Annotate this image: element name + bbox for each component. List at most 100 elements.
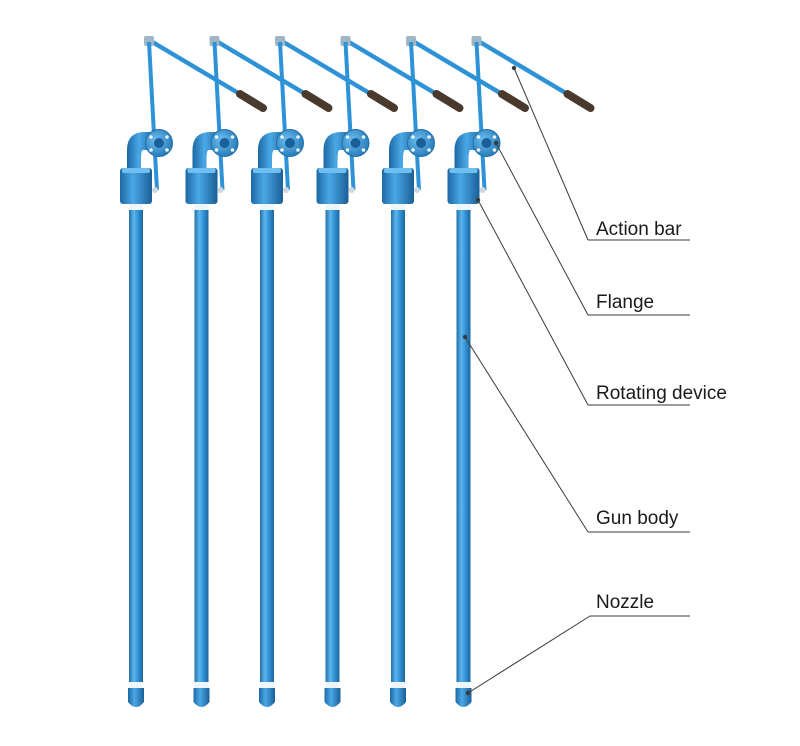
gun-body [391, 210, 405, 682]
action-bar [212, 37, 318, 103]
pivot-block [406, 36, 416, 46]
flange-bolt [149, 148, 153, 152]
rotating-device-nut [479, 187, 486, 193]
flange-bolt [476, 148, 481, 152]
action-bar [146, 37, 253, 103]
flange-hub [350, 138, 361, 148]
rotating-device-nut [283, 187, 289, 193]
soot-blower-gun [382, 36, 529, 707]
soot-blower-gun [316, 36, 464, 707]
flange-bolt [492, 148, 497, 152]
rotating-device [382, 168, 414, 204]
action-bar [408, 37, 515, 103]
action-bar-handle [498, 90, 529, 112]
flange-hub [219, 138, 230, 148]
action-bar-handle [301, 90, 333, 112]
lever-rod [343, 41, 356, 191]
rotating-device-nut [348, 187, 355, 193]
flange-bolt [214, 135, 219, 139]
collar-ring [391, 204, 405, 210]
collar-ring [129, 204, 143, 210]
rotating-device-nut [217, 187, 224, 193]
nozzle-ring [194, 682, 209, 688]
nozzle-ring [129, 682, 143, 688]
pivot-block [144, 36, 154, 46]
gun-body [325, 210, 340, 682]
nozzle [324, 688, 341, 707]
lever-rod [278, 41, 290, 191]
flange-bolt [165, 148, 169, 152]
label-action-bar: Action bar [511, 65, 690, 241]
flange-hub [481, 138, 492, 148]
label-rotating-device-text: Rotating device [596, 383, 727, 404]
flange-bolt [165, 135, 169, 139]
flange-bolt [230, 148, 235, 152]
flange-bolt [411, 135, 415, 139]
action-bar-handle [432, 90, 464, 112]
lever-rod [147, 41, 159, 191]
pivot-block [275, 36, 285, 46]
pivot-block [471, 36, 482, 46]
flange-bolt [427, 148, 431, 152]
flange-bolt [345, 148, 350, 152]
flange-bolt [280, 135, 284, 139]
flange-hub [285, 138, 295, 148]
collar-ring [456, 204, 471, 210]
flange-bolt [230, 135, 235, 139]
flange-hub [154, 138, 164, 148]
flange-bolt [296, 135, 300, 139]
nozzle-ring [325, 682, 340, 688]
nozzle-ring [391, 682, 405, 688]
rotating-device [316, 168, 349, 204]
rotating-device [447, 168, 480, 204]
lever-rod [212, 41, 225, 191]
label-action-bar-text: Action bar [596, 219, 682, 240]
lever-rod [409, 41, 421, 191]
pivot-block [340, 36, 351, 46]
rotating-device [185, 168, 218, 204]
flange-bolt [476, 135, 481, 139]
action-bar [474, 37, 580, 103]
nozzle [455, 688, 472, 707]
rotating-device-top [187, 168, 216, 173]
leader-lines: Action bar Flange Rotating device Gun bo… [462, 65, 727, 696]
action-bar-handle [367, 90, 398, 112]
flange-bolt [411, 148, 415, 152]
nozzle [128, 688, 144, 707]
flange-bolt [296, 148, 300, 152]
rotating-device-top [449, 168, 478, 173]
rotating-device [251, 168, 283, 204]
flange-bolt [214, 148, 219, 152]
flange-hub [416, 138, 426, 148]
soot-blower-gun [447, 36, 595, 707]
rotating-device-top [253, 168, 281, 173]
gun-body [456, 210, 471, 682]
action-bar [277, 37, 384, 103]
action-bar-handle [563, 90, 595, 112]
rotating-device-top [384, 168, 412, 173]
label-flange: Flange [493, 140, 690, 316]
flange-bolt [361, 148, 366, 152]
rotating-device-top [318, 168, 347, 173]
label-gun-body-text: Gun body [596, 508, 679, 529]
soot-blower-gun [251, 36, 398, 707]
collar-ring [260, 204, 274, 210]
rotating-device [120, 168, 152, 204]
rotating-device-top [122, 168, 150, 173]
action-bar [343, 37, 449, 103]
gun-body [260, 210, 274, 682]
collar-ring [194, 204, 209, 210]
soot-blower-gun [120, 36, 267, 707]
label-gun-body: Gun body [462, 334, 690, 533]
nozzle [193, 688, 210, 707]
rotating-device-nut [414, 187, 420, 193]
label-nozzle: Nozzle [465, 592, 690, 696]
nozzle [259, 688, 275, 707]
flange-bolt [149, 135, 153, 139]
flange-bolt [427, 135, 431, 139]
rotating-device-nut [152, 187, 158, 193]
pivot-block [209, 36, 220, 46]
guns-group [120, 36, 595, 707]
nozzle-ring [260, 682, 274, 688]
